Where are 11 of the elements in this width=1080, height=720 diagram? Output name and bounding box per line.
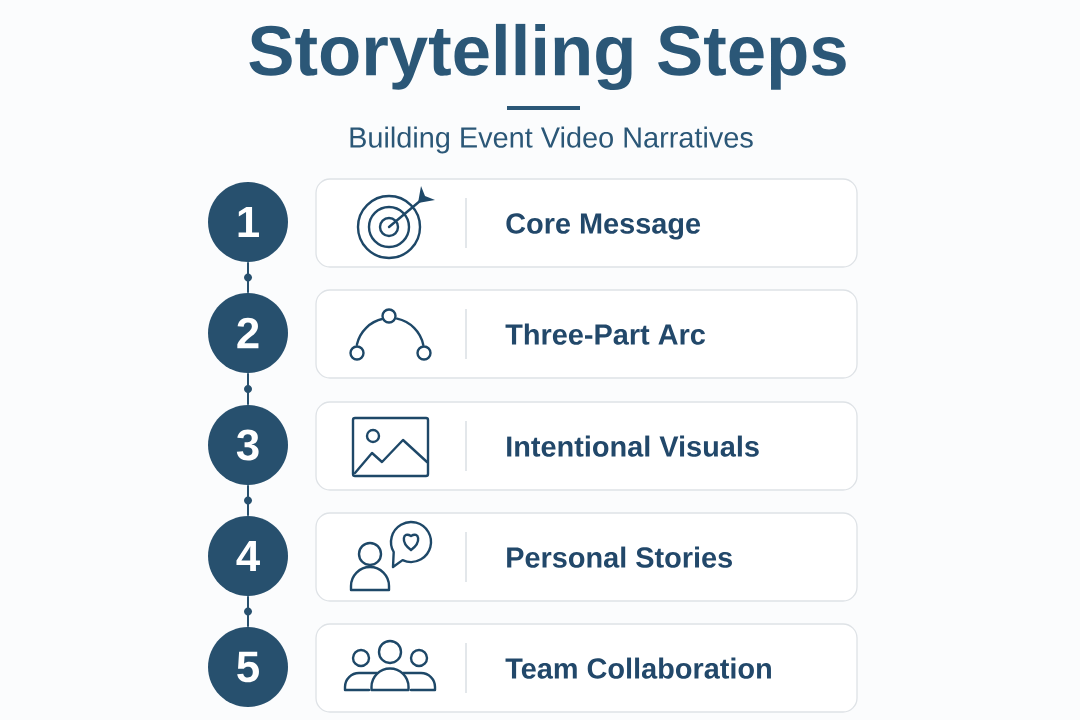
- title: Storytelling Steps: [249, 23, 846, 91]
- connector-line: [244, 261, 252, 294]
- connector-line: [244, 595, 252, 628]
- connector-line: [244, 372, 252, 406]
- step-card: Personal Stories: [315, 512, 858, 602]
- step-card: Three-Part Arc: [315, 289, 858, 379]
- step-card: Core Message: [315, 178, 858, 268]
- step-card: Team Collaboration: [315, 623, 858, 713]
- connector-line: [244, 484, 252, 517]
- step-card: Intentional Visuals: [315, 401, 858, 491]
- subtitle: Building Event Video Narratives: [350, 126, 753, 154]
